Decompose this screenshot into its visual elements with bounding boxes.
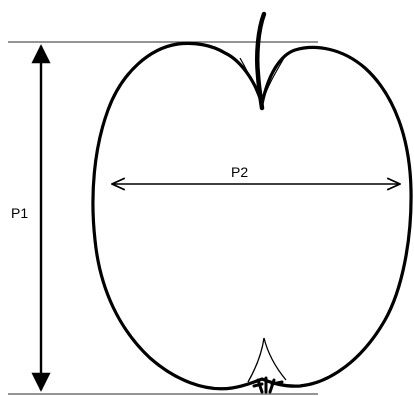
calyx-cavity [247, 337, 287, 383]
calyx-icon [252, 376, 284, 394]
height-label: P1 [11, 205, 28, 221]
stem-cavity-right [263, 57, 285, 99]
apple-outline [91, 41, 413, 391]
width-label: P2 [231, 164, 248, 180]
stem-cavity-left [239, 57, 260, 99]
